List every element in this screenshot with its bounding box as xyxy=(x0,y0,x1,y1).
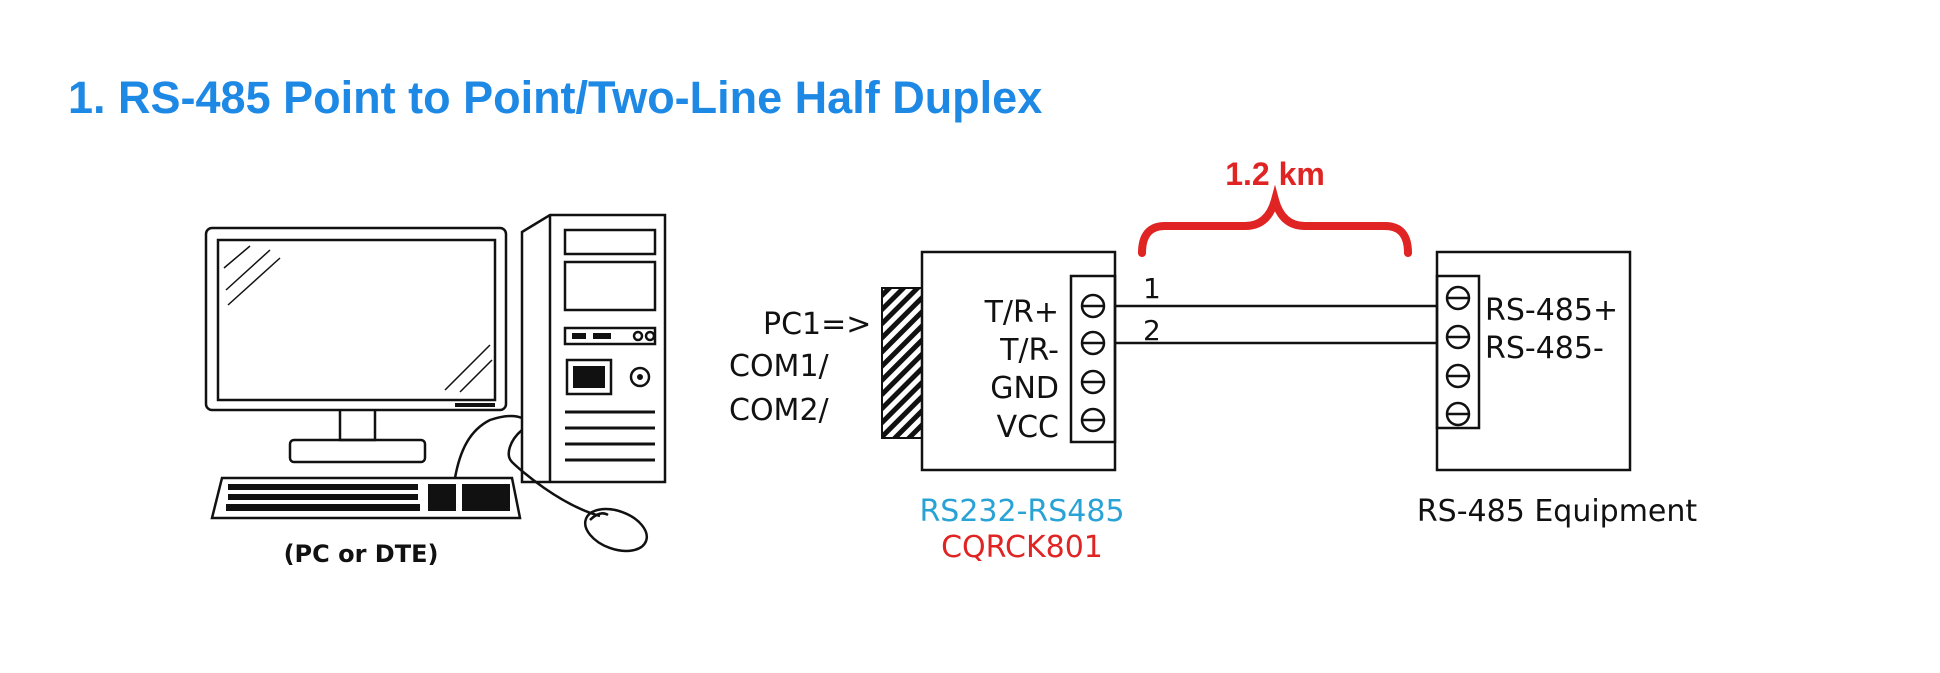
tower-icon xyxy=(520,213,667,484)
distance-brace xyxy=(1138,184,1412,257)
converter-model-line1: RS232-RS485 xyxy=(919,494,1124,529)
distance-label: 1.2 km xyxy=(1225,156,1325,192)
db9-connector xyxy=(881,287,923,439)
equipment-caption: RS-485 Equipment xyxy=(1417,494,1698,529)
converter-terminal-label: GND xyxy=(990,371,1059,406)
pc-caption: (PC or DTE) xyxy=(284,540,439,568)
wire-2-label: 2 xyxy=(1143,314,1161,347)
converter-terminal-label: T/R- xyxy=(999,333,1059,368)
page-title: 1. RS-485 Point to Point/Two-Line Half D… xyxy=(68,72,1043,123)
equipment-terminal-label: RS-485- xyxy=(1485,331,1604,366)
converter-model-line2: CQRCK801 xyxy=(941,530,1103,565)
com2-label: COM2/ xyxy=(729,393,830,428)
equipment-terminal-label: RS-485+ xyxy=(1485,293,1618,328)
cable: 1 2 1.2 km xyxy=(1115,156,1437,347)
wire-1-label: 1 xyxy=(1143,272,1161,305)
keyboard-cable xyxy=(453,414,523,479)
converter-terminal-label: VCC xyxy=(997,410,1059,445)
pc-illustration: (PC or DTE) xyxy=(204,213,667,568)
converter-terminal-label: T/R+ xyxy=(984,295,1059,330)
converter-terminal-screws xyxy=(1080,293,1106,433)
com1-label: COM1/ xyxy=(729,349,830,384)
rs485-equipment: RS-485+ RS-485- RS-485 Equipment xyxy=(1417,250,1698,529)
keyboard-icon xyxy=(210,476,522,520)
monitor-icon xyxy=(204,226,508,464)
mouse-cable xyxy=(507,429,601,518)
mouse-icon xyxy=(583,507,649,553)
converter-module: T/R+ T/R- GND VCC RS232-RS485 CQRCK801 xyxy=(881,250,1125,565)
pc1-label: PC1=> xyxy=(763,307,871,342)
equipment-terminal-screws xyxy=(1445,285,1471,427)
